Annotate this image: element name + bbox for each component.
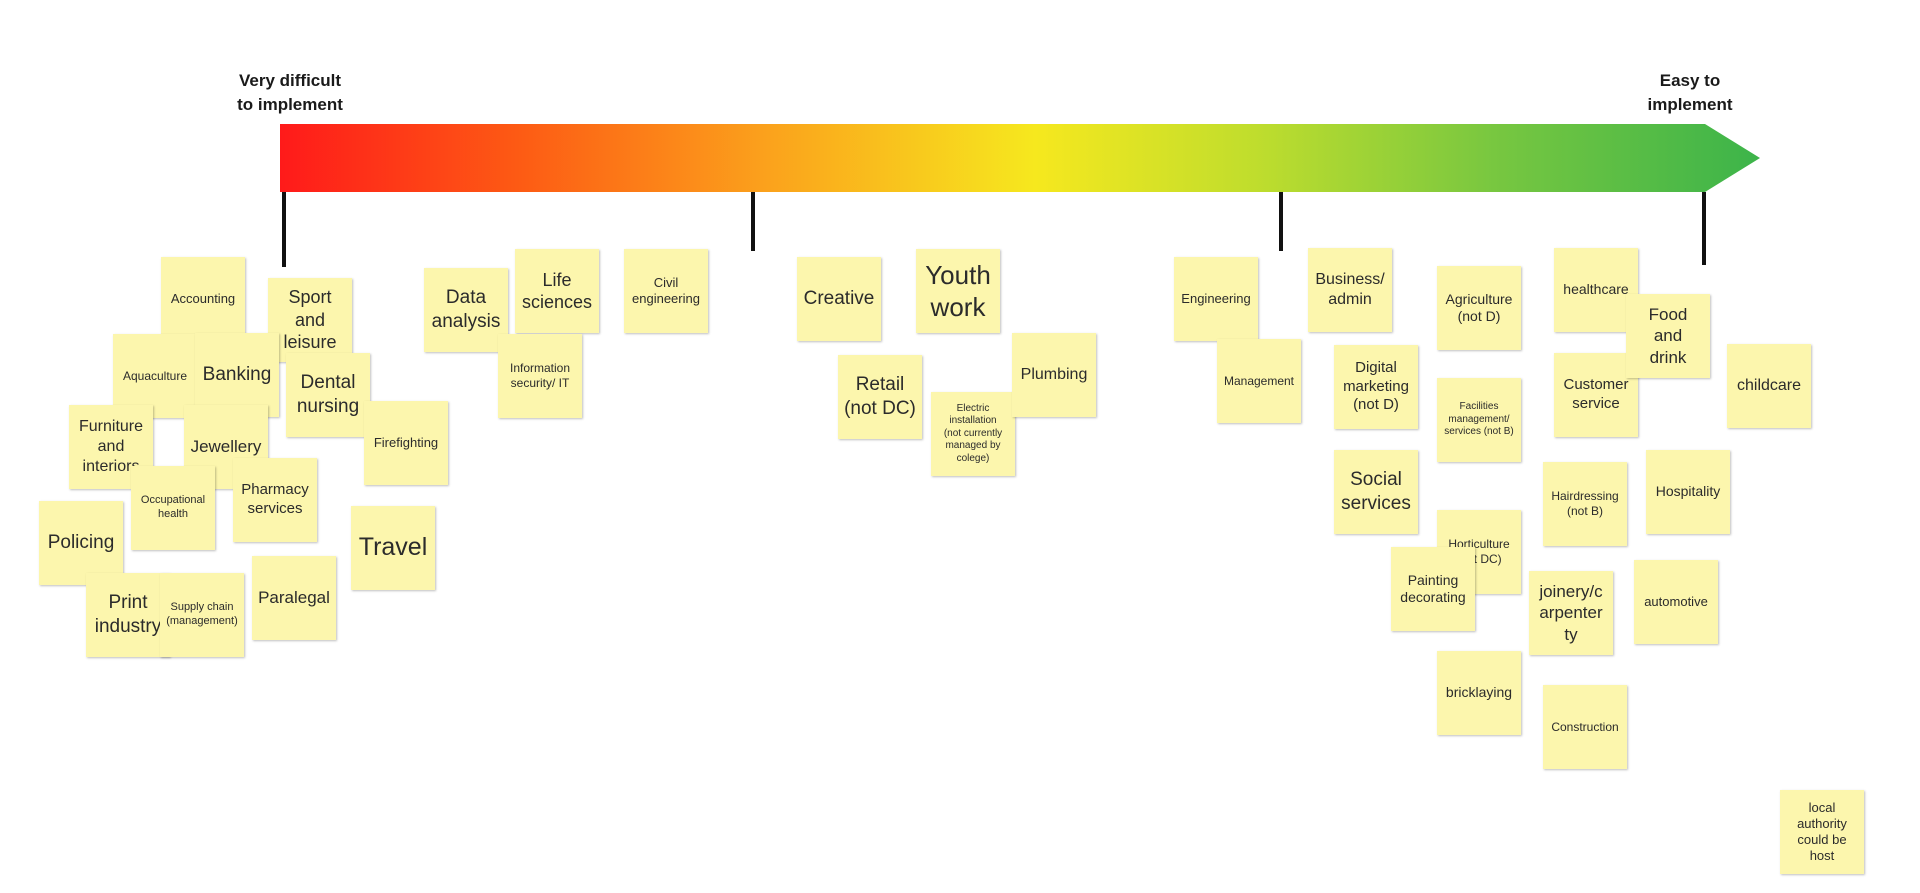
sticky-note-business-admin[interactable]: Business/ admin: [1308, 248, 1392, 332]
sticky-note-hairdressing-not-b[interactable]: Hairdressing (not B): [1543, 462, 1627, 546]
sticky-note-dental-nursing[interactable]: Dental nursing: [286, 353, 370, 437]
sticky-note-digital-marketing[interactable]: Digital marketing (not D): [1334, 345, 1418, 429]
sticky-note-facilities-management[interactable]: Facilities management/ services (not B): [1437, 378, 1521, 462]
sticky-note-local-authority[interactable]: local authority could be host: [1780, 790, 1864, 874]
sticky-note-youth-work[interactable]: Youth work: [916, 249, 1000, 333]
sticky-note-occupational-health[interactable]: Occupational health: [131, 466, 215, 550]
sticky-note-healthcare[interactable]: healthcare: [1554, 248, 1638, 332]
sticky-note-agriculture-not-d[interactable]: Agriculture (not D): [1437, 266, 1521, 350]
scale-label-difficult: Very difficult to implement: [237, 71, 343, 114]
sticky-note-plumbing[interactable]: Plumbing: [1012, 333, 1096, 417]
sticky-note-childcare[interactable]: childcare: [1727, 344, 1811, 428]
sticky-note-bricklaying[interactable]: bricklaying: [1437, 651, 1521, 735]
sticky-note-print-industry[interactable]: Print industry: [86, 573, 170, 657]
scale-arrow-body: [280, 124, 1760, 192]
sticky-note-automotive[interactable]: automotive: [1634, 560, 1718, 644]
sticky-note-food-and-drink[interactable]: Food and drink: [1626, 294, 1710, 378]
sticky-note-pharmacy-services[interactable]: Pharmacy services: [233, 458, 317, 542]
sticky-note-supply-chain[interactable]: Supply chain (management): [160, 573, 244, 657]
sticky-note-paralegal[interactable]: Paralegal: [252, 556, 336, 640]
sticky-note-furniture-and-interiors[interactable]: Furniture and interiors: [69, 405, 153, 489]
sticky-note-data-analysis[interactable]: Data analysis: [424, 268, 508, 352]
sticky-note-customer-service[interactable]: Customer service: [1554, 353, 1638, 437]
sticky-note-construction[interactable]: Construction: [1543, 685, 1627, 769]
scale-label-easy: Easy to implement: [1647, 71, 1733, 114]
sticky-note-electric-installation[interactable]: Electric installation (not currently man…: [931, 392, 1015, 476]
sticky-note-sport-and-leisure[interactable]: Sport and leisure: [268, 278, 352, 362]
sticky-note-life-sciences[interactable]: Life sciences: [515, 249, 599, 333]
sticky-note-policing[interactable]: Policing: [39, 501, 123, 585]
sticky-note-engineering[interactable]: Engineering: [1174, 257, 1258, 341]
sticky-note-joinery-carpentry[interactable]: joinery/c arpenter ty: [1529, 571, 1613, 655]
sticky-note-civil-engineering[interactable]: Civil engineering: [624, 249, 708, 333]
sticky-note-creative[interactable]: Creative: [797, 257, 881, 341]
sticky-note-firefighting[interactable]: Firefighting: [364, 401, 448, 485]
sticky-note-hospitality[interactable]: Hospitality: [1646, 450, 1730, 534]
sticky-note-social-services[interactable]: Social services: [1334, 450, 1418, 534]
sticky-note-aquaculture[interactable]: Aquaculture: [113, 334, 197, 418]
sticky-note-travel[interactable]: Travel: [351, 506, 435, 590]
sticky-note-banking[interactable]: Banking: [195, 333, 279, 417]
sticky-note-retail-not-dc[interactable]: Retail (not DC): [838, 355, 922, 439]
sticky-note-information-security-it[interactable]: Information security/ IT: [498, 334, 582, 418]
sticky-note-accounting[interactable]: Accounting: [161, 257, 245, 341]
sticky-note-painting-decorating[interactable]: Painting decorating: [1391, 547, 1475, 631]
sticky-note-management[interactable]: Management: [1217, 339, 1301, 423]
